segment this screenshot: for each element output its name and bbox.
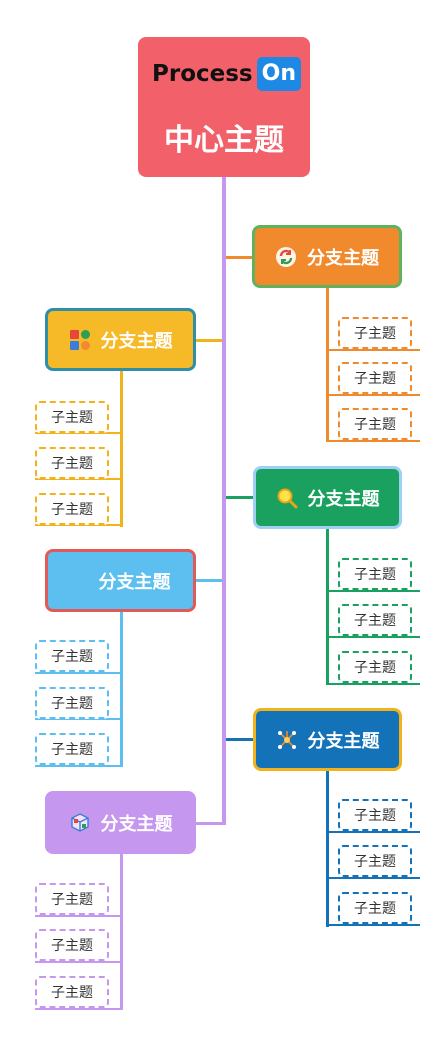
sub-connector [329,924,420,926]
subtopic-label: 子主题 [51,696,93,712]
branch-label-4: 分支主题 [98,571,171,593]
connector-b6 [196,822,222,825]
connector-b1 [226,256,252,259]
subtopic[interactable]: 子主题 [338,604,412,636]
sub-trunk-b2 [120,371,123,527]
subtopic-label: 子主题 [51,649,93,665]
branch-label-5: 分支主题 [307,730,380,752]
sub-trunk-b1 [326,288,329,442]
subtopic-label: 子主题 [51,938,93,954]
subtopic[interactable]: 子主题 [35,929,109,961]
subtopic[interactable]: 子主题 [338,317,412,349]
subtopic-label: 子主题 [51,502,93,518]
subtopic-label: 子主题 [51,892,93,908]
central-topic[interactable]: Process On 中心主题 [138,37,310,177]
sub-connector [329,683,420,685]
subtopic-label: 子主题 [51,985,93,1001]
connector-b5 [226,738,253,741]
subtopic[interactable]: 子主题 [338,892,412,924]
subtopic-label: 子主题 [354,567,396,583]
network-nodes-icon [276,729,298,751]
sub-connector [35,432,120,434]
sub-connector [329,590,420,592]
sub-connector [329,636,420,638]
subtopic-label: 子主题 [354,660,396,676]
subtopic[interactable]: 子主题 [35,883,109,915]
logo-badge: On [256,57,301,91]
subtopic[interactable]: 子主题 [338,362,412,394]
branch-label-3: 分支主题 [307,488,380,510]
sub-connector [329,440,420,442]
sub-connector [35,961,120,963]
subtopic[interactable]: 子主题 [35,733,109,765]
branch-topic-2[interactable]: 分支主题 [45,308,196,371]
subtopic-label: 子主题 [354,371,396,387]
branch-label-2: 分支主题 [100,330,173,352]
sub-connector [35,1008,120,1010]
sub-connector [35,765,120,767]
branch-topic-5[interactable]: 分支主题 [253,708,402,771]
sub-connector [329,877,420,879]
sub-connector [35,915,120,917]
grid-shapes-icon [69,329,91,351]
subtopic[interactable]: 子主题 [35,976,109,1008]
subtopic-label: 子主题 [354,326,396,342]
sub-connector [329,394,420,396]
subtopic-label: 子主题 [51,456,93,472]
subtopic-label: 子主题 [354,417,396,433]
branch-topic-3[interactable]: 分支主题 [253,466,402,529]
connector-b3 [226,496,253,499]
connector-b4 [196,579,222,582]
subtopic[interactable]: 子主题 [338,558,412,590]
sub-trunk-b6 [120,854,123,1010]
branch-label-6: 分支主题 [100,813,173,835]
subtopic-label: 子主题 [354,854,396,870]
sub-connector [35,478,120,480]
logo-word: Process [152,61,253,87]
subtopic[interactable]: 子主题 [35,640,109,672]
sub-connector [35,718,120,720]
subtopic-label: 子主题 [354,901,396,917]
connector-b2 [196,339,222,342]
subtopic[interactable]: 子主题 [338,799,412,831]
branch-topic-4[interactable]: 分支主题 [45,549,196,612]
subtopic[interactable]: 子主题 [35,493,109,525]
sub-connector [329,831,420,833]
sub-trunk-b3 [326,529,329,685]
branch-topic-6[interactable]: 分支主题 [45,791,196,854]
trunk-line [222,177,226,825]
magnifier-icon [276,487,298,509]
branch-topic-1[interactable]: 分支主题 [252,225,402,288]
subtopic-label: 子主题 [354,808,396,824]
subtopic[interactable]: 子主题 [35,447,109,479]
sub-connector [35,672,120,674]
subtopic[interactable]: 子主题 [338,408,412,440]
subtopic[interactable]: 子主题 [338,845,412,877]
refresh-arrows-icon [275,246,297,268]
processon-logo: Process On [152,57,301,91]
subtopic-label: 子主题 [51,742,93,758]
subtopic[interactable]: 子主题 [338,651,412,683]
sub-connector [35,524,120,526]
sub-trunk-b5 [326,771,329,927]
subtopic[interactable]: 子主题 [35,401,109,433]
central-title: 中心主题 [164,123,284,158]
subtopic-label: 子主题 [51,410,93,426]
sub-connector [329,349,420,351]
subtopic[interactable]: 子主题 [35,687,109,719]
sub-trunk-b4 [120,612,123,767]
cube-blocks-icon [69,812,91,834]
branch-label-1: 分支主题 [307,247,379,269]
subtopic-label: 子主题 [354,613,396,629]
